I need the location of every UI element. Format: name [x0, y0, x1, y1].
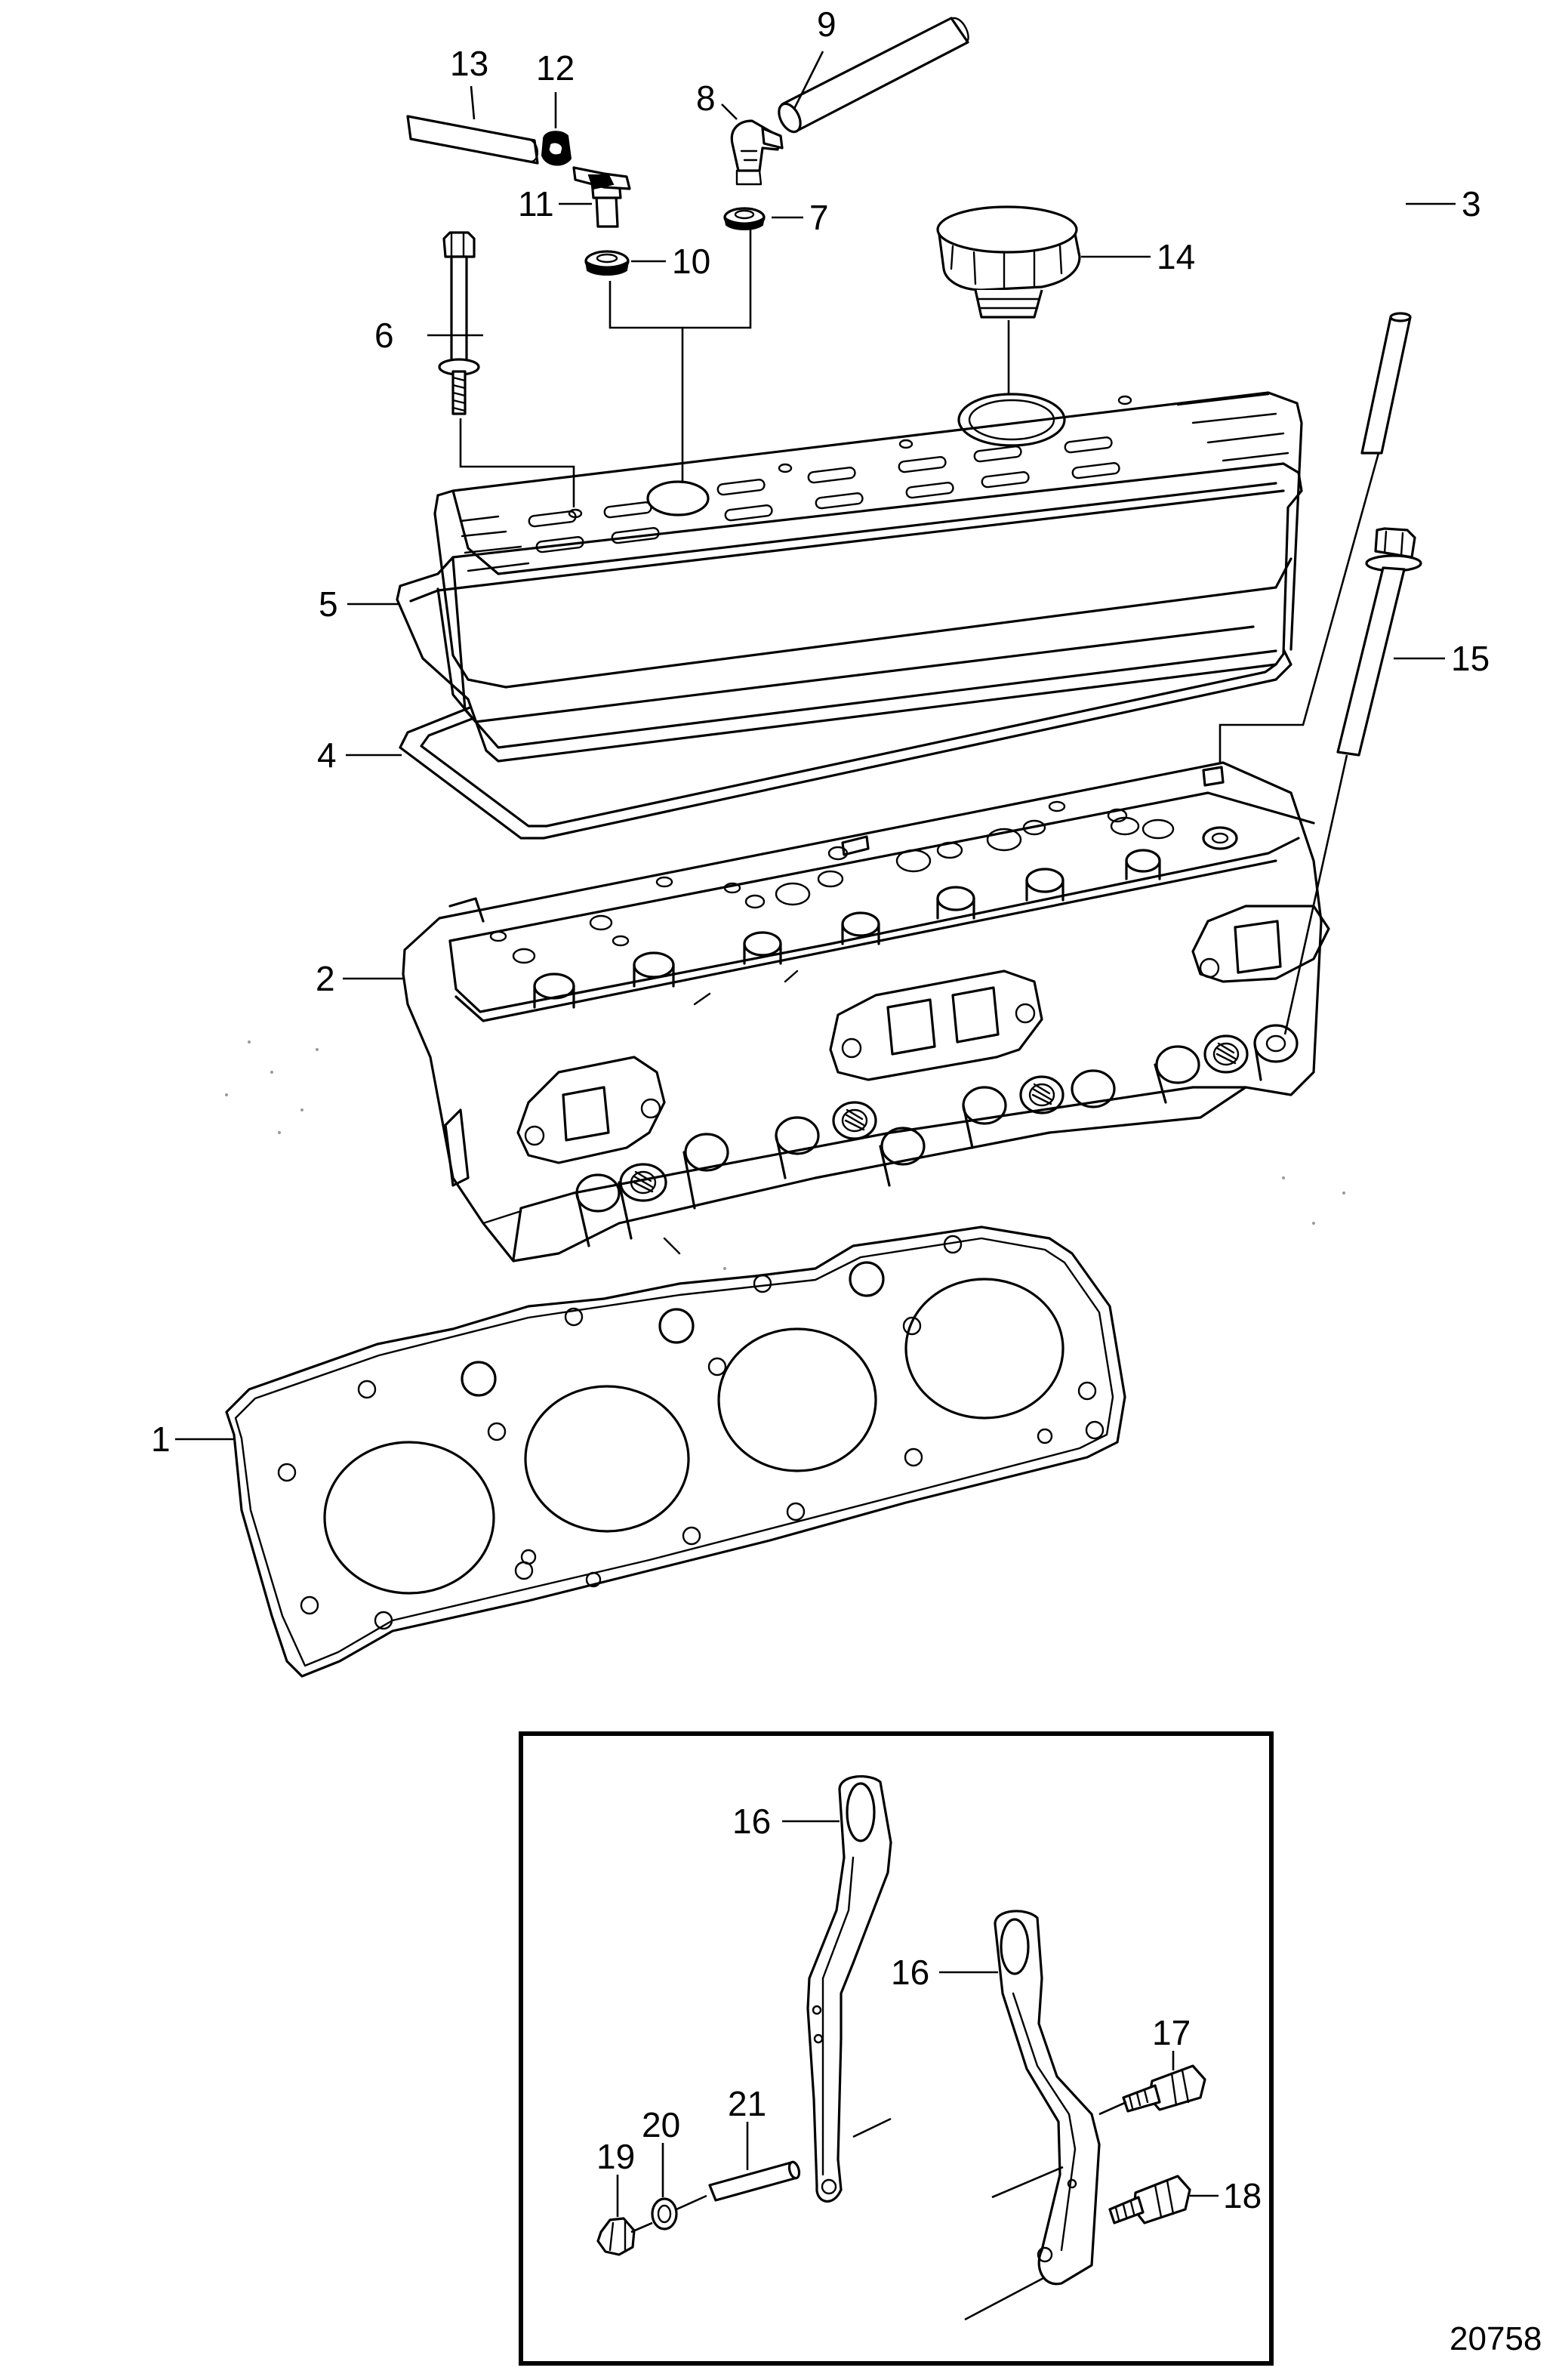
lifting-bracket-right	[994, 1910, 1101, 2286]
callout-17: 17	[1152, 2013, 1191, 2052]
callout-16-left: 16	[732, 1802, 771, 1841]
callout-18: 18	[1223, 2176, 1262, 2215]
breather-fitting	[572, 166, 631, 228]
lifting-bracket-left	[806, 1775, 892, 2203]
bracket-bolt-18	[1108, 2175, 1191, 2224]
leader-lines	[175, 51, 1456, 1441]
callout-13: 13	[450, 44, 488, 83]
callout-16-right: 16	[891, 1953, 929, 1992]
bracket-bolt-17	[1122, 2064, 1206, 2113]
dowel-pin	[1360, 312, 1412, 455]
callout-20: 20	[642, 2105, 680, 2144]
callout-21: 21	[728, 2084, 766, 2123]
callout-1: 1	[151, 1420, 171, 1459]
grommet-seal-7	[723, 207, 766, 230]
reference-number: 20758	[1450, 2320, 1542, 2357]
callout-11: 11	[518, 184, 554, 224]
callout-7: 7	[809, 198, 829, 237]
callout-2: 2	[316, 959, 335, 998]
inset-frame	[519, 1731, 1274, 2366]
cylinder-head	[402, 761, 1330, 1262]
head-gasket	[225, 1225, 1126, 1678]
callout-8: 8	[696, 79, 716, 118]
background-specks	[225, 1040, 1345, 1270]
elbow-fitting	[730, 119, 784, 186]
callout-12: 12	[536, 48, 575, 88]
callout-9: 9	[817, 5, 836, 44]
bracket-nut	[596, 2217, 636, 2256]
inset-leader-lines	[616, 1820, 1219, 2321]
grommet-seal-10	[584, 250, 630, 276]
callout-19: 19	[596, 2137, 635, 2176]
callout-6: 6	[374, 316, 394, 355]
valve-cover	[396, 391, 1303, 763]
breather-hose-13	[406, 115, 539, 165]
callout-14: 14	[1157, 237, 1195, 276]
callout-4: 4	[317, 735, 337, 775]
callout-labels: 1 2 3 4 5 6 7 8 9 10 11 12 13 14 15 16 1…	[151, 5, 1490, 2215]
breather-hose-9	[778, 17, 969, 134]
callout-3: 3	[1462, 184, 1481, 224]
callout-5: 5	[319, 584, 338, 624]
head-bolt	[1336, 527, 1422, 757]
hose-clamp	[541, 131, 572, 166]
callout-10: 10	[672, 242, 710, 281]
callout-15: 15	[1451, 639, 1490, 678]
oil-filler-cap	[936, 205, 1081, 319]
bracket-washer	[651, 2197, 678, 2230]
bracket-pin	[708, 2160, 801, 2202]
cover-bolt	[438, 231, 480, 415]
